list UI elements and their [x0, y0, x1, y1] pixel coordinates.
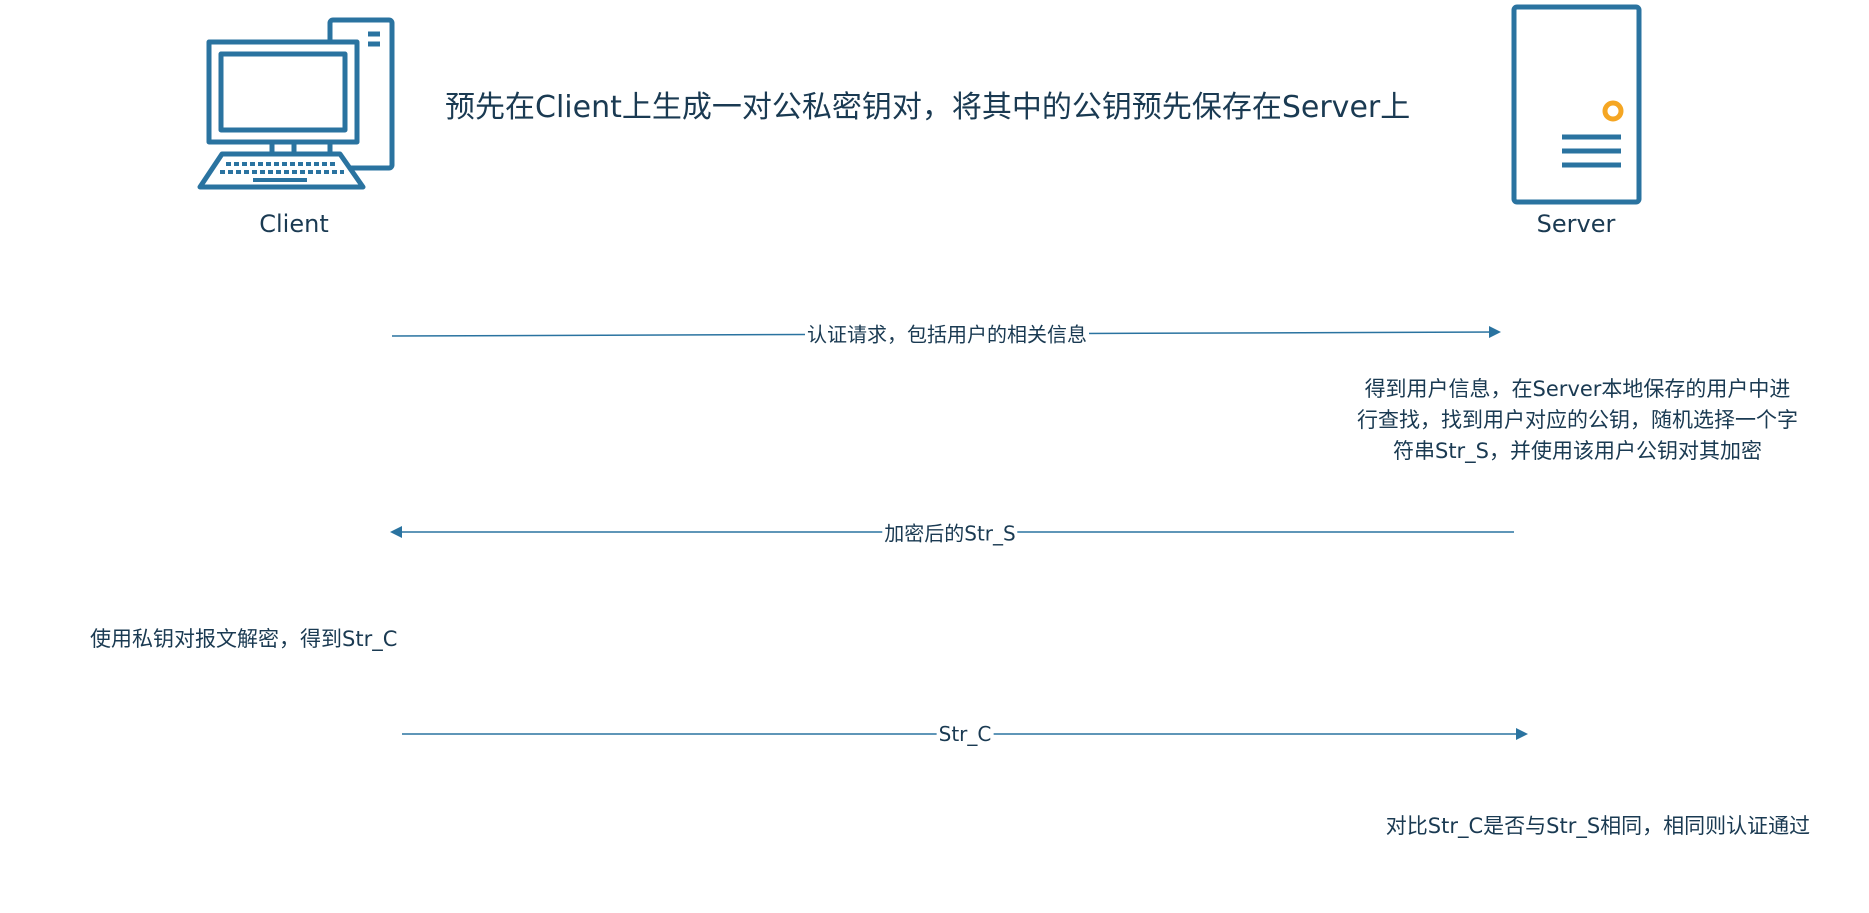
message-label-auth-request: 认证请求，包括用户的相关信息	[805, 318, 1089, 348]
desktop-computer-icon	[197, 17, 395, 190]
note-server-compare: 对比Str_C是否与Str_S相同，相同则认证通过	[1385, 814, 1811, 838]
client-label: Client	[259, 210, 329, 238]
note-server-lookup: 得到用户信息，在Server本地保存的用户中进行查找，找到用户对应的公钥，随机选…	[1357, 377, 1798, 463]
diagram-title: 预先在Client上生成一对公私密钥对，将其中的公钥预先保存在Server上	[445, 90, 1411, 125]
server-tower-icon	[1511, 4, 1642, 205]
message-label-str-c: Str_C	[936, 722, 994, 746]
message-label-encrypted-str-s: 加密后的Str_S	[882, 517, 1018, 547]
server-label: Server	[1536, 210, 1616, 238]
note-client-decrypt: 使用私钥对报文解密，得到Str_C	[90, 627, 398, 651]
